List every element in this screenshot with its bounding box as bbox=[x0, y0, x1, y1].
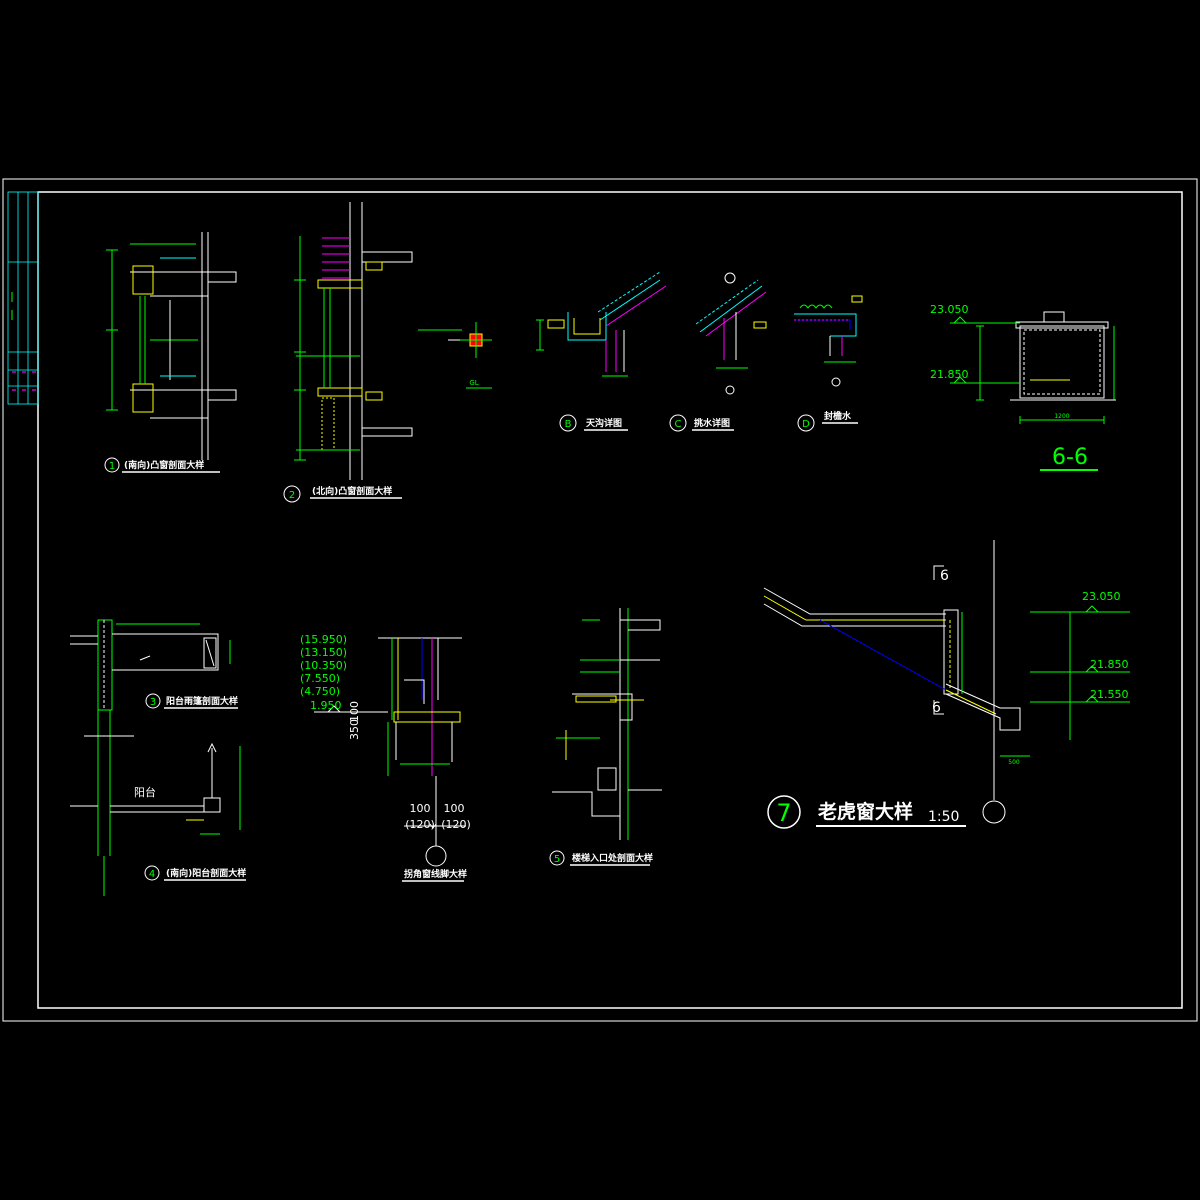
corner-dim-left: 100 bbox=[410, 802, 431, 815]
corner-grid-bubble bbox=[425, 845, 447, 867]
detail-c-number: C bbox=[675, 419, 682, 430]
detail-7-title: 老虎窗大样 bbox=[818, 800, 913, 823]
detail-7-elev-mid: 21.850 bbox=[1090, 658, 1129, 671]
outer-frame bbox=[2, 178, 1198, 1022]
section-66-elev-top: 23.050 bbox=[930, 303, 969, 316]
detail-5-number: 5 bbox=[554, 854, 560, 865]
detail-4-balcony-label: 阳台 bbox=[134, 785, 156, 799]
detail-7-elev-top: 23.050 bbox=[1082, 590, 1121, 603]
section-66-drawing bbox=[950, 311, 1116, 424]
corner-window-levels: (15.950) (13.150) (10.350) (7.550) (4.75… bbox=[300, 633, 347, 712]
gl-detail bbox=[418, 322, 492, 389]
detail-4-number: 4 bbox=[149, 869, 155, 880]
detail-3-number: 3 bbox=[150, 697, 156, 708]
inner-frame bbox=[37, 191, 1183, 1009]
detail-2-marker bbox=[283, 485, 301, 503]
detail-7-number: 7 bbox=[776, 799, 791, 827]
detail-5-marker bbox=[549, 850, 565, 866]
detail-4-marker bbox=[144, 865, 160, 881]
detail-7-scale: 1:50 bbox=[928, 809, 959, 825]
section-66-dim-width: 1200 bbox=[1054, 413, 1069, 420]
corner-dim-left-paren: (120) bbox=[405, 818, 435, 831]
detail-7-cut-top: 6 bbox=[940, 568, 949, 584]
detail-1-marker bbox=[104, 457, 120, 473]
detail-b-marker bbox=[559, 414, 577, 432]
corner-dim-vertical: 350 bbox=[348, 719, 361, 740]
corner-dim-vertical-2: 100 bbox=[348, 701, 361, 722]
title-block bbox=[7, 191, 39, 405]
detail-4-drawing bbox=[70, 710, 241, 896]
detail-5-title: 楼梯入口处剖面大样 bbox=[572, 852, 653, 864]
detail-4-title: (南向)阳台剖面大样 bbox=[166, 867, 246, 879]
detail-1-title: (南向)凸窗剖面大样 bbox=[124, 459, 204, 471]
detail-7-cut-bottom: 6 bbox=[932, 700, 941, 716]
corner-level-6: 1.950 bbox=[310, 699, 342, 712]
detail-7-dim-bottom: 500 bbox=[1008, 759, 1020, 766]
detail-2-number: 2 bbox=[289, 490, 295, 501]
detail-3-title: 阳台雨篷剖面大样 bbox=[166, 695, 238, 707]
section-66-title: 6-6 bbox=[1052, 445, 1088, 470]
corner-level-1: (15.950) bbox=[300, 633, 347, 646]
detail-b-drawing bbox=[536, 271, 667, 377]
detail-b-title: 天沟详图 bbox=[586, 417, 622, 429]
detail-5-drawing bbox=[552, 608, 662, 840]
detail-3-marker bbox=[145, 693, 161, 709]
corner-dim-right-paren: (120) bbox=[441, 818, 471, 831]
detail-7-marker bbox=[767, 795, 801, 829]
detail-1-number: 1 bbox=[109, 461, 115, 472]
detail-d-title: 封檐水 bbox=[824, 410, 852, 422]
detail-7-grid-bubble bbox=[982, 800, 1006, 824]
detail-7-elev-low: 21.550 bbox=[1090, 688, 1129, 701]
detail-2-title: (北向)凸窗剖面大样 bbox=[312, 485, 392, 497]
detail-1-drawing bbox=[106, 232, 237, 460]
corner-level-5: (4.750) bbox=[300, 685, 340, 698]
detail-d-drawing bbox=[794, 295, 863, 387]
gl-label: GL bbox=[469, 379, 478, 387]
section-66-elev-bottom: 21.850 bbox=[930, 368, 969, 381]
detail-b-number: B bbox=[565, 419, 572, 430]
detail-3-drawing bbox=[70, 619, 231, 711]
detail-c-marker bbox=[669, 414, 687, 432]
corner-window-drawing bbox=[314, 637, 466, 846]
corner-level-2: (13.150) bbox=[300, 646, 347, 659]
corner-level-4: (7.550) bbox=[300, 672, 340, 685]
corner-window-title: 拐角窗线脚大样 bbox=[404, 868, 467, 880]
corner-dim-right: 100 bbox=[444, 802, 465, 815]
detail-d-number: D bbox=[802, 419, 810, 430]
detail-c-drawing bbox=[695, 272, 767, 395]
corner-level-3: (10.350) bbox=[300, 659, 347, 672]
detail-c-title: 挑水详图 bbox=[694, 417, 730, 429]
detail-2-drawing bbox=[294, 202, 413, 480]
detail-7-drawing bbox=[763, 540, 1130, 800]
detail-d-marker bbox=[797, 414, 815, 432]
